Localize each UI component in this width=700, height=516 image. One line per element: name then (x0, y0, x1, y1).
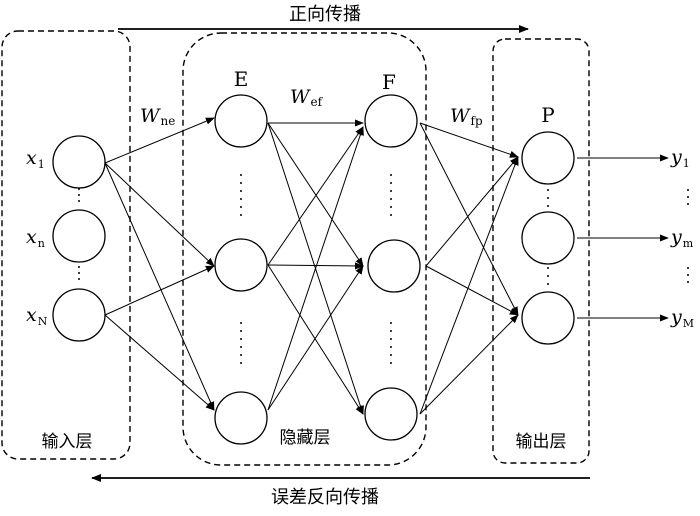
f-neuron-1 (364, 94, 418, 148)
output-layer-box (492, 38, 590, 464)
backward-title: 误差反向传播 (271, 487, 379, 508)
connections-p-to-output (577, 154, 669, 322)
p-neuron-2 (521, 211, 575, 265)
hidden-layer-box (182, 32, 427, 466)
output-layer-label: 输出层 (516, 432, 567, 452)
input-layer-box (1, 30, 131, 460)
input-label-n: xn (26, 226, 45, 250)
input-label-N: xN (26, 304, 48, 328)
output-label-M: yM (670, 306, 694, 330)
output-neurons (521, 131, 575, 345)
input-neuron-1 (52, 135, 106, 189)
f-neuron-3 (364, 387, 418, 441)
p-neuron-3 (521, 291, 575, 345)
p-neuron-1 (521, 131, 575, 185)
connections-f-to-p (419, 122, 519, 415)
weight-fp-label: Wfp (450, 105, 483, 128)
layer-f-label: F (382, 70, 396, 94)
input-label-1: x1 (26, 147, 45, 171)
input-layer-label: 输入层 (42, 432, 93, 452)
forward-title: 正向传播 (289, 4, 361, 25)
layer-e-label: E (234, 67, 249, 91)
weight-ne-label: Wne (140, 105, 175, 128)
e-neuron-1 (214, 94, 268, 148)
ellipsis-dots (78, 174, 689, 364)
hidden-e-neurons (214, 94, 268, 445)
input-neurons (52, 135, 106, 342)
weight-ef-label: Wef (290, 86, 324, 109)
hidden-f-neurons (364, 94, 421, 441)
e-neuron-2 (214, 238, 268, 292)
layer-p-label: P (541, 103, 554, 127)
f-neuron-2 (367, 239, 421, 293)
input-neuron-n (52, 209, 106, 263)
input-neuron-N (52, 288, 106, 342)
connections-input-to-e (104, 117, 215, 411)
output-label-1: y1 (670, 146, 690, 170)
hidden-layer-label: 隐藏层 (280, 428, 331, 448)
output-label-m: ym (670, 226, 694, 250)
connections-e-to-f (267, 119, 364, 415)
e-neuron-3 (214, 391, 268, 445)
